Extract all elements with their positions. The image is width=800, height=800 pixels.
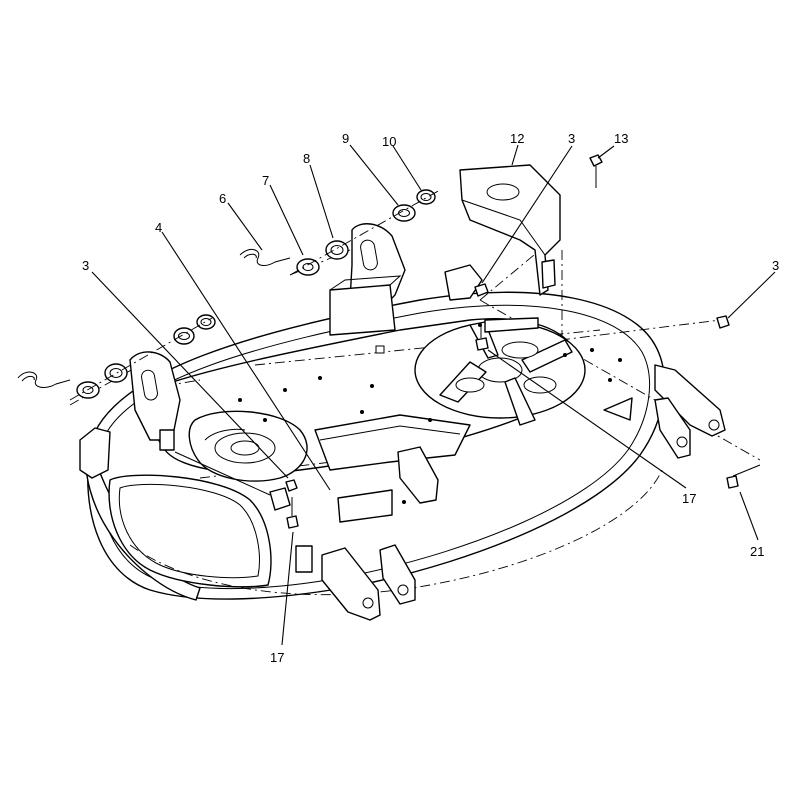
bolt-13 bbox=[589, 154, 603, 188]
nut-3-left bbox=[285, 479, 298, 492]
deck-channel bbox=[314, 414, 471, 471]
callout-21: 21 bbox=[750, 544, 764, 559]
mount-tab-center bbox=[397, 446, 439, 504]
bolt-21 bbox=[726, 464, 761, 489]
callout-3-right: 3 bbox=[772, 258, 779, 273]
callout-17-right: 17 bbox=[682, 491, 696, 506]
rear-hardware-stack bbox=[239, 189, 441, 276]
nut-3-center bbox=[474, 283, 489, 297]
leader-lines bbox=[91, 144, 776, 646]
left-gusset bbox=[79, 427, 111, 479]
lift-cylinder bbox=[174, 451, 313, 573]
warning-triangle bbox=[603, 397, 633, 421]
carriage-bolt-17-center bbox=[475, 325, 489, 351]
callout-9: 9 bbox=[342, 131, 349, 146]
mount-tab-right-2 bbox=[654, 397, 691, 459]
callout-8: 8 bbox=[303, 151, 310, 166]
rear-lift-bracket bbox=[329, 223, 406, 336]
callout-7: 7 bbox=[262, 173, 269, 188]
deck-holes bbox=[238, 323, 622, 504]
nut-3-right bbox=[716, 315, 730, 329]
mount-tab-front-left bbox=[321, 547, 381, 621]
left-spindle-housing bbox=[188, 410, 308, 482]
callout-17-bottom: 17 bbox=[270, 650, 284, 665]
front-lift-bracket bbox=[129, 351, 181, 451]
callout-10: 10 bbox=[382, 134, 396, 149]
callout-12: 12 bbox=[510, 131, 524, 146]
belt-cover bbox=[459, 164, 561, 296]
callout-3-top: 3 bbox=[568, 131, 575, 146]
callout-13: 13 bbox=[614, 131, 628, 146]
callout-6: 6 bbox=[219, 191, 226, 206]
deck-decal-plate bbox=[337, 317, 539, 523]
mount-tab-front-center bbox=[379, 544, 416, 605]
callout-labels: 3 4 6 7 8 9 10 12 3 13 3 17 21 17 bbox=[82, 131, 779, 665]
callout-4: 4 bbox=[155, 220, 162, 235]
center-spindle-housing bbox=[414, 321, 586, 426]
carriage-bolt-17-left bbox=[286, 497, 299, 529]
mount-tab-right-1 bbox=[654, 364, 726, 437]
front-hardware-stack bbox=[17, 314, 216, 401]
callout-3-left: 3 bbox=[82, 258, 89, 273]
